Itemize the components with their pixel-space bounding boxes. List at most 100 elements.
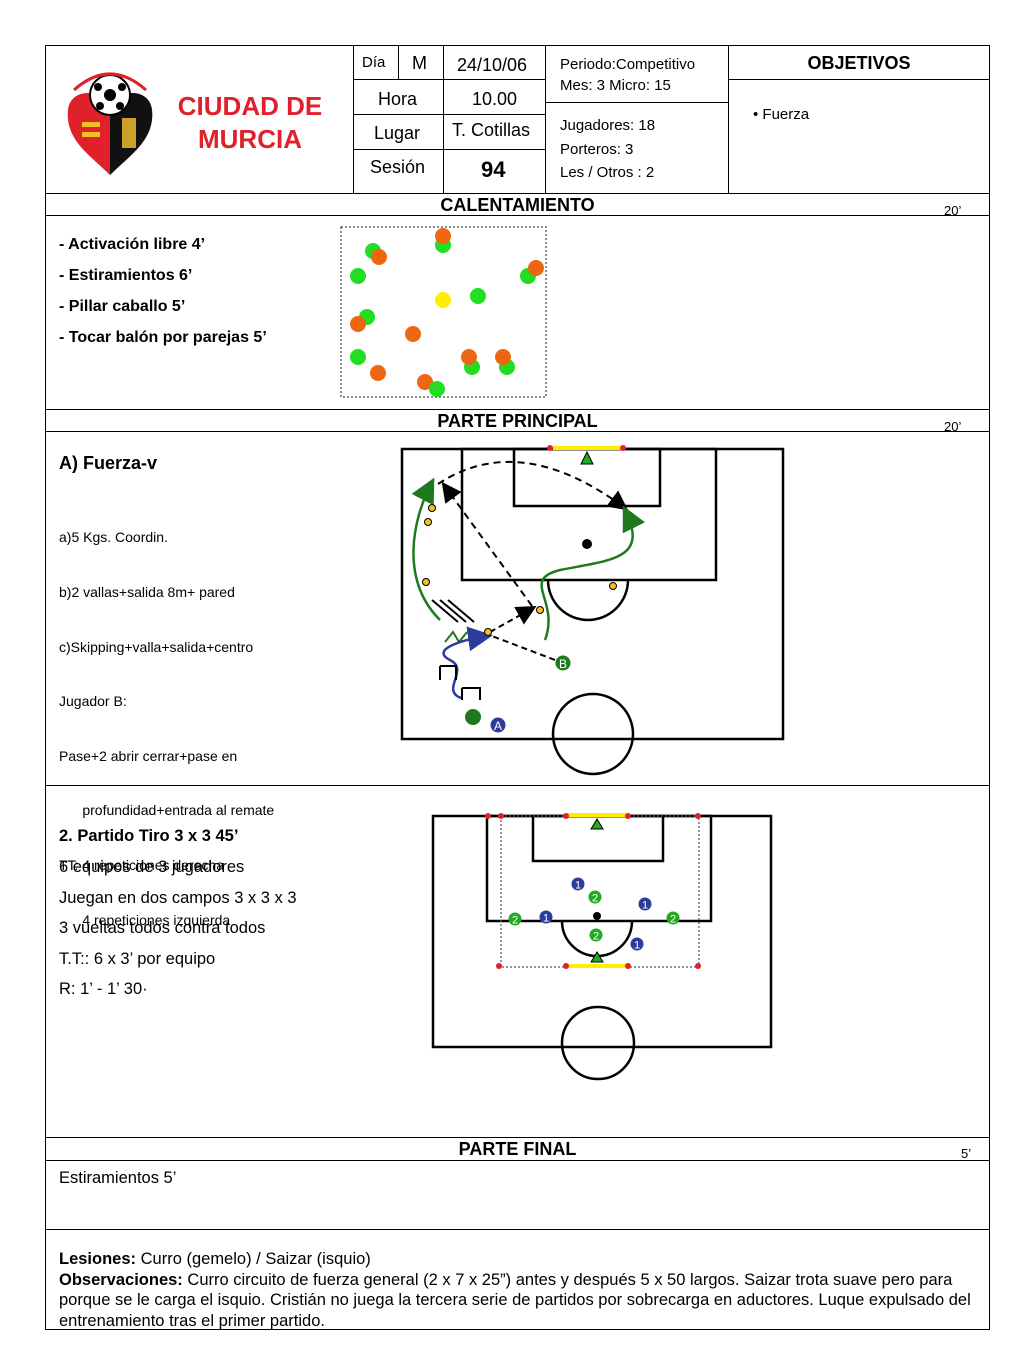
section-divider — [45, 1229, 990, 1230]
sesion-label: Sesión — [370, 157, 426, 177]
drill-line: profundidad+entrada al remate — [59, 802, 275, 819]
warmup-item: - Activación libre 4’ — [59, 236, 206, 253]
game-title: 2. Partido Tiro 3 x 3 45’ — [59, 827, 239, 845]
run-path — [540, 505, 646, 641]
drill-line: TT: 4 repeticiones derecha — [59, 857, 224, 874]
team-1-players: 1 1 1 1 — [539, 877, 652, 952]
lesiones-label: Lesiones: — [59, 1250, 137, 1268]
goalkeeper-icon — [590, 818, 604, 830]
drill-line: Jugador B: — [59, 693, 127, 710]
header-divider — [353, 79, 545, 80]
section-divider — [45, 193, 990, 194]
header-divider — [728, 45, 729, 193]
cross-pass-arrow — [437, 460, 629, 511]
lesiones-line: Lesiones: Curro (gemelo) / Saizar (isqui… — [59, 1249, 979, 1270]
team-1-label: 1 — [634, 940, 640, 952]
run-path — [411, 477, 441, 621]
lugar-label: Lugar — [374, 123, 421, 143]
pass-arrow — [441, 481, 533, 607]
final-title: PARTE FINAL — [458, 1139, 577, 1159]
main-minutes: 20’ — [944, 419, 962, 434]
game-line: 3 vueltas todos contra todos — [59, 919, 266, 938]
header-divider — [398, 45, 399, 79]
warmup-item: - Estiramientos 6’ — [59, 267, 193, 284]
drill-title: A) Fuerza-v — [59, 453, 158, 473]
objetivo-item: • Fuerza — [753, 106, 810, 123]
header-divider — [443, 45, 444, 193]
warmup-area — [340, 226, 547, 398]
team-2-players: 2 2 2 2 — [508, 890, 680, 943]
hurdle-icon — [431, 599, 475, 623]
drill-description: a)5 Kgs. Coordin. b)2 vallas+salida 8m+ … — [59, 492, 274, 947]
observaciones-text: Curro circuito de fuerza general (2 x 7 … — [59, 1270, 971, 1330]
header-divider — [353, 114, 545, 115]
pitch-lines — [431, 814, 773, 1081]
hora-label: Hora — [378, 89, 418, 109]
dia-value: M — [412, 53, 427, 73]
team-2-label: 2 — [512, 915, 518, 927]
section-divider — [45, 431, 990, 432]
team-1-label: 1 — [642, 900, 648, 912]
final-item: Estiramientos 5’ — [59, 1169, 177, 1187]
team-2-label: 2 — [593, 931, 599, 943]
les-otros-text: Les / Otros : 2 — [560, 164, 655, 181]
notes-block: Lesiones: Curro (gemelo) / Saizar (isqui… — [59, 1249, 979, 1331]
hurdle-icon — [439, 665, 457, 680]
goalkeeper-icon — [590, 951, 604, 963]
sesion-number: 94 — [481, 157, 506, 182]
warmup-players — [350, 228, 544, 397]
club-name-line2: MURCIA — [198, 124, 302, 154]
header-divider — [353, 149, 545, 150]
pass-arrow — [491, 635, 556, 661]
warmup-list: - Activación libre 4’ - Estiramientos 6’… — [59, 229, 267, 353]
warmup-item: - Tocar balón por parejas 5’ — [59, 329, 267, 346]
game-line: Juegan en dos campos 3 x 3 x 3 — [59, 888, 297, 907]
player-a-label: A — [494, 719, 502, 733]
section-divider — [45, 409, 990, 410]
penalty-spot — [582, 539, 592, 549]
hora-value: 10.00 — [472, 89, 518, 109]
porteros-text: Porteros: 3 — [560, 141, 634, 158]
goalkeeper-icon — [580, 450, 594, 465]
club-crest-logo — [67, 72, 153, 175]
game-line: T.T:: 6 x 3’ por equipo — [59, 949, 216, 968]
warmup-title: CALENTAMIENTO — [440, 195, 595, 215]
section-divider — [45, 215, 990, 216]
objetivos-title: OBJETIVOS — [807, 53, 911, 73]
final-minutes: 5’ — [961, 1146, 972, 1161]
jugadores-text: Jugadores: 18 — [560, 117, 656, 134]
drill-line: b)2 vallas+salida 8m+ pared — [59, 584, 235, 601]
section-divider — [45, 1137, 990, 1138]
section-divider — [45, 785, 990, 786]
warmup-item: - Pillar caballo 5’ — [59, 298, 186, 315]
lugar-value: T. Cotillas — [452, 120, 531, 140]
skipping-ladder-icon — [444, 630, 468, 644]
periodo-text: Periodo:Competitivo — [560, 56, 696, 73]
team-1-label: 1 — [543, 913, 549, 925]
ball-icon — [465, 709, 481, 725]
observaciones-label: Observaciones: — [59, 1270, 183, 1289]
team-2-label: 2 — [592, 893, 598, 905]
warmup-diagram — [340, 226, 547, 398]
player-a-marker — [490, 717, 506, 733]
game-description: 6 equipos de 3 jugadores Juegan en dos c… — [59, 852, 297, 1005]
mes-micro-text: Mes: 3 Micro: 15 — [560, 77, 671, 94]
header-divider — [545, 45, 546, 193]
main-title: PARTE PRINCIPAL — [437, 411, 598, 431]
pass-arrow — [489, 606, 537, 633]
dia-label: Día — [362, 54, 386, 71]
small-field — [500, 815, 700, 968]
drill-line: a)5 Kgs. Coordin. — [59, 529, 168, 546]
player-b-marker — [555, 655, 571, 671]
club-name-line1: CIUDAD DE — [177, 91, 323, 121]
game-line: R: 1’ - 1’ 30· — [59, 980, 148, 999]
section-divider — [45, 1160, 990, 1161]
team-2-label: 2 — [670, 914, 676, 926]
zigzag-run-path — [442, 626, 493, 700]
drill-line: 4 repeticiones izquierda — [59, 911, 231, 928]
lesiones-text: Curro (gemelo) / Saizar (isquio) — [140, 1250, 371, 1268]
penalty-spot — [593, 912, 601, 920]
drill-line: c)Skipping+valla+salida+centro — [59, 638, 254, 655]
